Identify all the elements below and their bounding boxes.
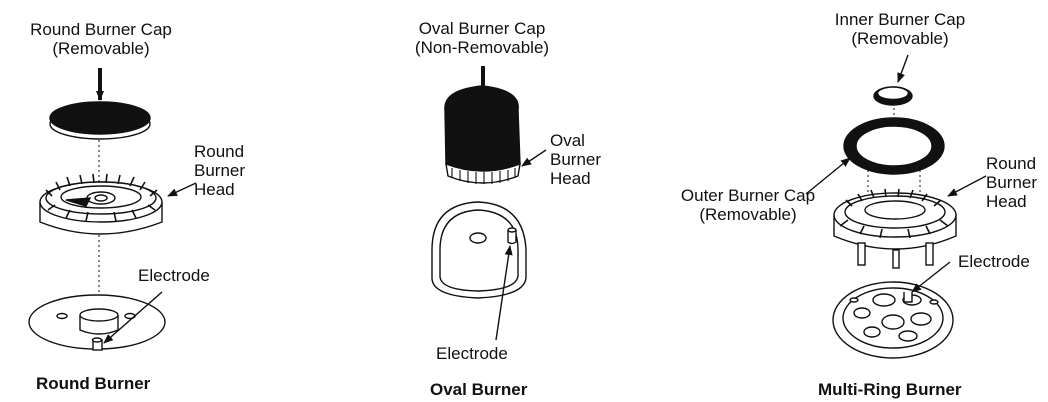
outer-burner-cap-label: Outer Burner Cap (Removable) xyxy=(668,186,828,224)
multi-head-label-line3: Head xyxy=(986,192,1037,211)
multi-burner-head-label: Round Burner Head xyxy=(986,154,1037,211)
multi-ring-burner-base xyxy=(833,282,953,358)
multi-ring-burner-illustration xyxy=(806,55,986,358)
round-burner-cap-label: Round Burner Cap (Removable) xyxy=(8,20,194,58)
round-burner-title: Round Burner xyxy=(36,374,150,394)
round-head-label-line1: Round xyxy=(194,142,245,161)
round-cap-label-line2: (Removable) xyxy=(8,39,194,58)
round-burner-head xyxy=(40,174,162,234)
multi-head-label-line2: Burner xyxy=(986,173,1037,192)
oval-cap-label-line2: (Non-Removable) xyxy=(392,38,572,57)
round-burner-head-label: Round Burner Head xyxy=(194,142,245,199)
oval-burner-base xyxy=(432,202,526,298)
inner-burner-cap xyxy=(874,87,912,105)
oval-electrode-label: Electrode xyxy=(436,344,508,363)
multi-ring-burner-title: Multi-Ring Burner xyxy=(818,380,962,400)
multi-electrode-label: Electrode xyxy=(958,252,1030,271)
oval-burner-cap-label: Oval Burner Cap (Non-Removable) xyxy=(392,19,572,57)
round-head-label-line2: Burner xyxy=(194,161,245,180)
round-burner-base xyxy=(29,295,165,350)
round-head-label-line3: Head xyxy=(194,180,245,199)
round-burner-cap xyxy=(50,102,150,139)
inner-burner-cap-label: Inner Burner Cap (Removable) xyxy=(820,10,980,48)
inner-cap-label-line2: (Removable) xyxy=(820,29,980,48)
inner-cap-label-line1: Inner Burner Cap xyxy=(820,10,980,29)
oval-burner-head-label: Oval Burner Head xyxy=(550,131,601,188)
outer-cap-label-line1: Outer Burner Cap xyxy=(668,186,828,205)
multi-head-label-line1: Round xyxy=(986,154,1037,173)
oval-cap-label-line1: Oval Burner Cap xyxy=(392,19,572,38)
round-cap-label-line1: Round Burner Cap xyxy=(8,20,194,39)
multi-ring-burner-head xyxy=(834,189,956,268)
oval-head-label-line2: Burner xyxy=(550,150,601,169)
round-electrode-label: Electrode xyxy=(138,266,210,285)
oval-head-label-line3: Head xyxy=(550,169,601,188)
oval-burner-illustration xyxy=(432,66,546,340)
round-burner-illustration xyxy=(29,68,196,350)
outer-cap-label-line2: (Removable) xyxy=(668,205,828,224)
oval-burner-title: Oval Burner xyxy=(430,380,527,400)
outer-burner-cap xyxy=(844,118,944,174)
oval-head-label-line1: Oval xyxy=(550,131,601,150)
